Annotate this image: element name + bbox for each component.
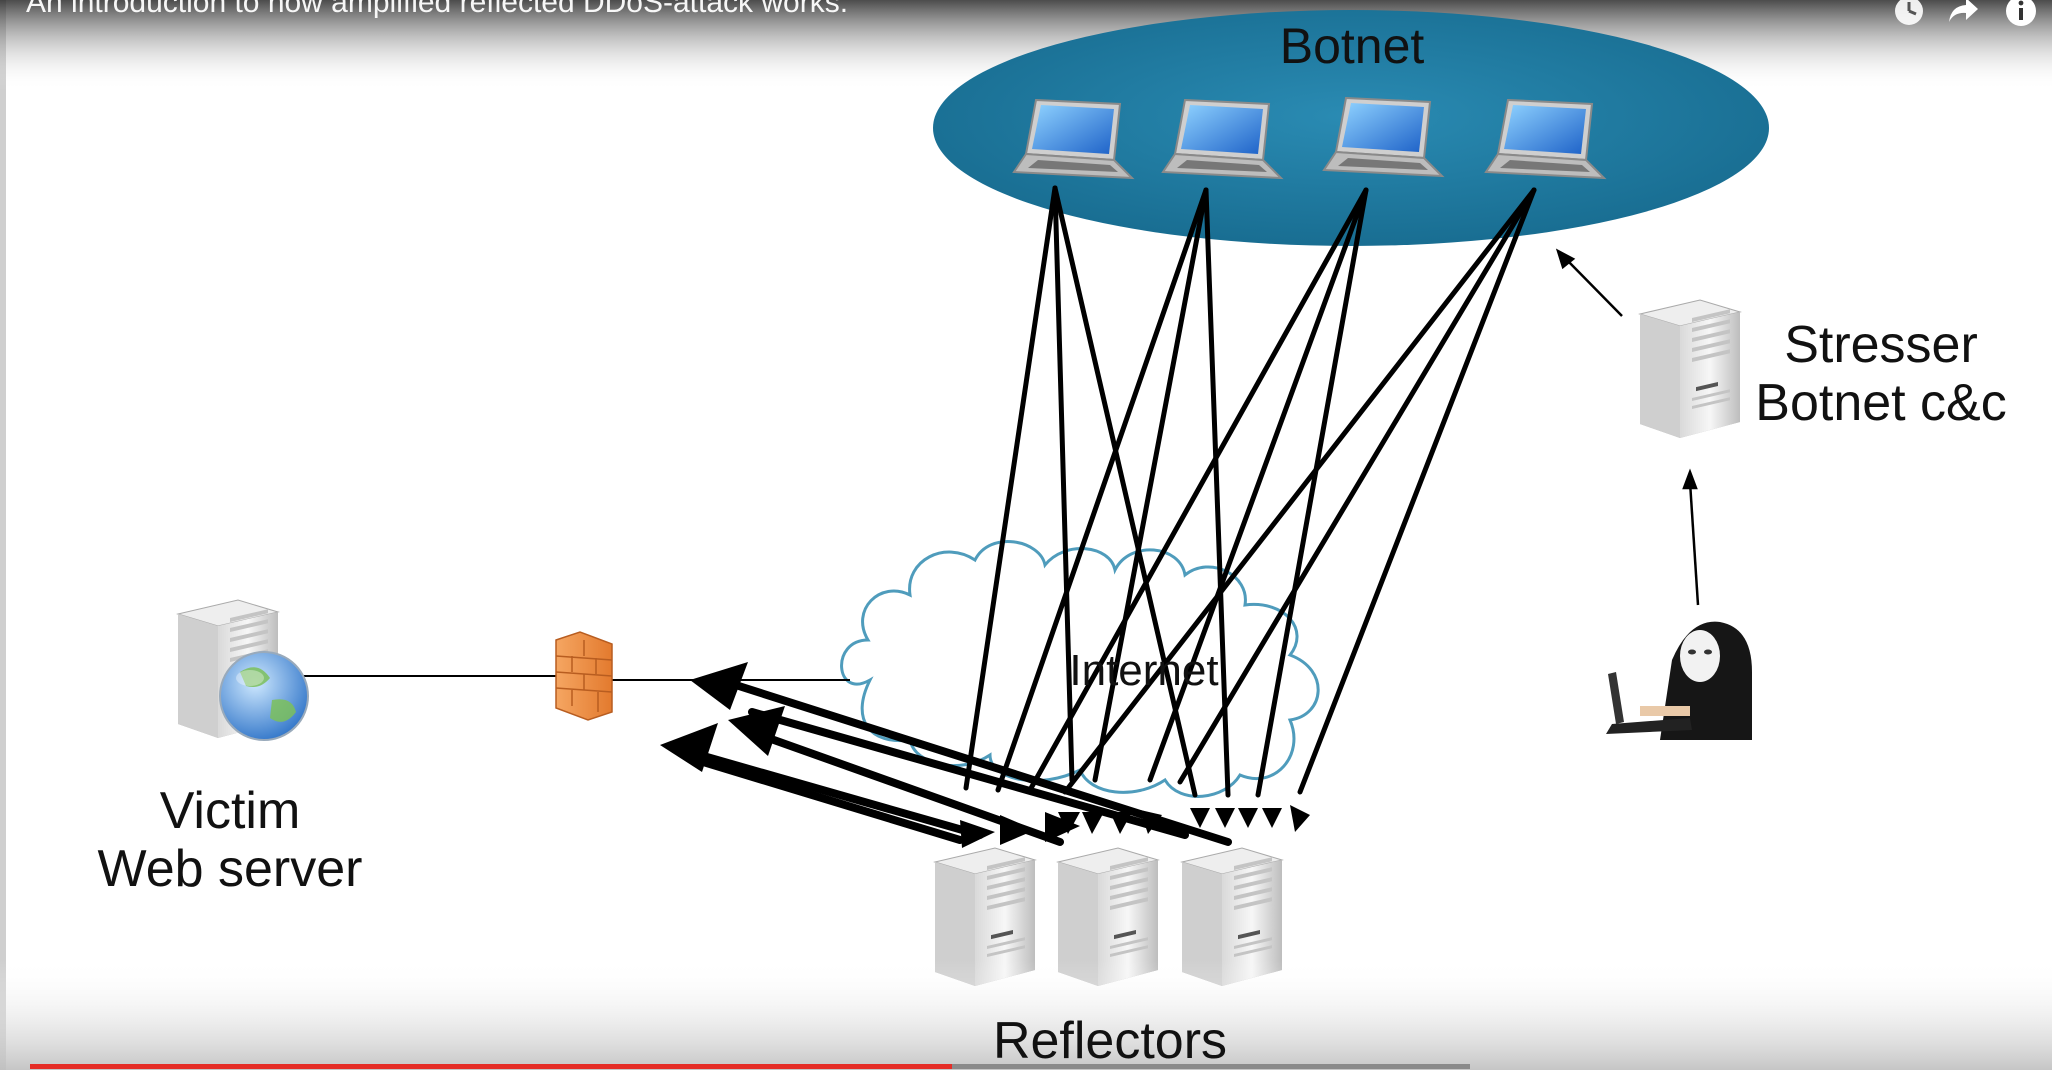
server-icon xyxy=(1639,299,1741,439)
firewall-icon xyxy=(555,631,613,721)
reflectors-label: Reflectors xyxy=(992,1012,1228,1070)
hacker-icon xyxy=(1600,620,1752,740)
internet-label: Internet xyxy=(1069,646,1219,695)
stresser-label: Stresser Botnet c&c xyxy=(1736,316,2026,432)
victim-label-line1: Victim xyxy=(159,782,301,840)
reflected-traffic-arrows xyxy=(686,676,1232,846)
victim-side-arrowheads xyxy=(660,662,785,772)
frame-edge xyxy=(0,0,6,1070)
botnet-label: Botnet xyxy=(1279,18,1425,74)
share-icon[interactable] xyxy=(1946,0,1980,28)
control-arrows xyxy=(1555,248,1700,606)
bottom-overlay xyxy=(0,960,2052,1070)
clock-icon[interactable] xyxy=(1892,0,1926,28)
video-title[interactable]: An introduction to how amplified reflect… xyxy=(26,0,849,19)
video-progress-bar[interactable] xyxy=(30,1064,1470,1069)
video-progress-played xyxy=(30,1064,952,1069)
stresser-label-line1: Stresser xyxy=(1784,316,1978,374)
stresser-label-line2: Botnet c&c xyxy=(1755,374,2007,433)
victim-label-line2: Web server xyxy=(97,840,363,899)
botnet-to-reflector-lines xyxy=(963,185,1537,798)
info-icon[interactable] xyxy=(2004,0,2038,28)
reflector-side-arrowheads xyxy=(960,812,1080,848)
victim-label: Victim Web server xyxy=(80,782,380,898)
globe-icon xyxy=(219,651,309,741)
